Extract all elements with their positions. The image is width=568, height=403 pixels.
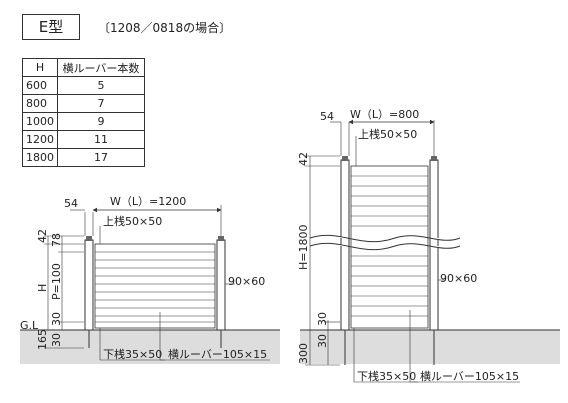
right-dim-embed: 300 (297, 343, 310, 364)
left-dim-embed2: 30 (50, 333, 63, 347)
right-post-cap (218, 236, 224, 241)
break-line-bottom (309, 242, 461, 251)
table-header-row: H 横ルーバー本数 (22, 58, 145, 77)
height-cell: 1200 (22, 130, 58, 149)
break-line-top (309, 234, 461, 243)
left-post-width-label: 54 (64, 197, 78, 210)
left-post-size-label: 90×60 (228, 275, 265, 288)
right-post (216, 239, 226, 331)
count-cell: 17 (57, 148, 145, 167)
right-post-width-label: 54 (320, 110, 334, 123)
right-post-cap (431, 156, 437, 161)
left-dim-embed: 165 (36, 329, 49, 350)
right-post (429, 159, 439, 331)
diagram-subtitle: 〔1208／0818の場合〕 (98, 21, 232, 35)
right-height-label: H=1800 (297, 225, 310, 270)
right-post-size-label: 90×60 (440, 272, 477, 285)
ground-label: G.L (20, 319, 39, 332)
left-pitch-label: P=100 (50, 263, 63, 300)
right-fence-diagram (300, 119, 560, 383)
left-top-rail-label: 上桟50×50 (103, 214, 162, 228)
louver-panel (94, 243, 216, 329)
left-louver-label: 横ルーバー105×15 (168, 347, 267, 361)
right-louver-label: 横ルーバー105×15 (420, 369, 519, 383)
left-dim-top2: 78 (50, 233, 63, 247)
right-top-rail-label: 上桟50×50 (358, 127, 417, 141)
type-label: E型 (22, 14, 80, 40)
left-post-cap (86, 236, 92, 241)
right-dim-top: 42 (297, 152, 310, 166)
louver-lines (95, 251, 215, 323)
right-dim-bottom: 30 (316, 312, 329, 326)
left-post-cap (342, 156, 348, 161)
right-bottom-rail-label: 下桟35×50 (357, 369, 416, 383)
left-fence-diagram (20, 205, 280, 364)
left-dim-bottom: 30 (50, 312, 63, 326)
right-dim-embed2: 30 (316, 334, 329, 348)
left-bottom-rail-label: 下桟35×50 (103, 347, 162, 361)
ground-area (20, 330, 280, 364)
left-post (84, 239, 94, 331)
count-cell: 9 (57, 112, 145, 131)
left-height-label: H (36, 284, 49, 292)
right-labels: 54 W（L）=800 上桟50×50 90×60 下桟35×50 横ルーバー1… (297, 108, 519, 383)
left-dim-top: 42 (36, 229, 49, 243)
ground-area (300, 330, 560, 364)
louver-lines (351, 175, 428, 317)
left-width-label: W（L）=1200 (110, 195, 186, 208)
right-width-label: W（L）=800 (350, 108, 419, 121)
left-labels: 54 W（L）=1200 上桟50×50 90×60 下桟35×50 横ルーバー… (20, 195, 267, 361)
column-header-count: 横ルーバー本数 (57, 58, 145, 77)
